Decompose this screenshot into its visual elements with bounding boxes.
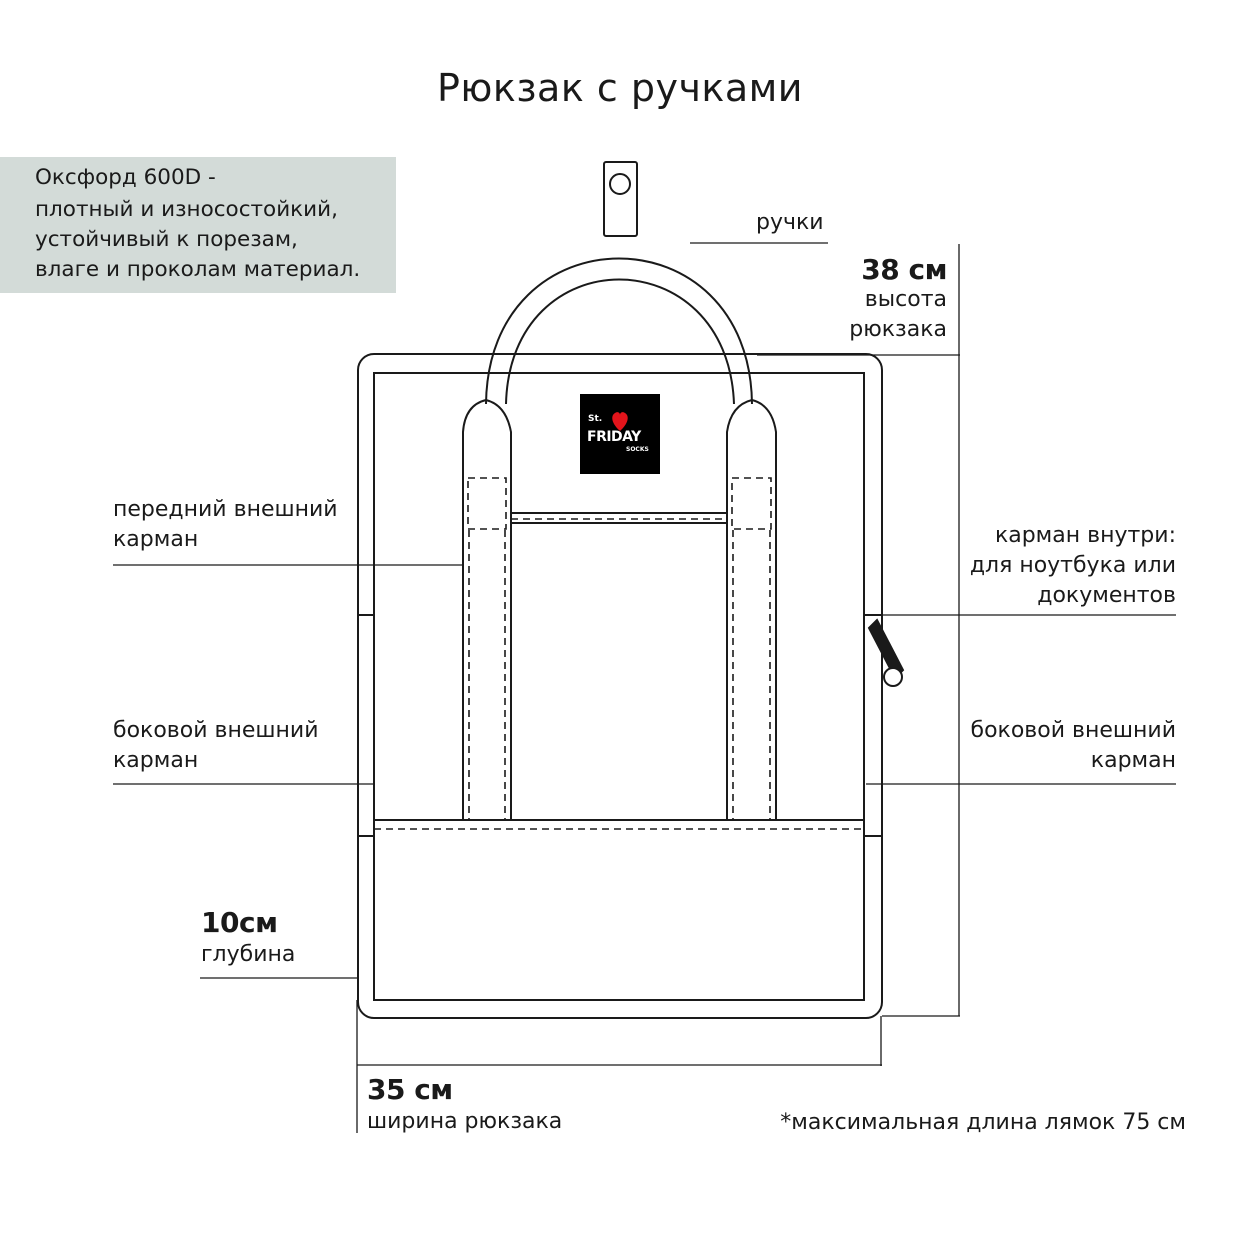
left-strap-stitch-box: [467, 477, 507, 530]
width-label: ширина рюкзака: [367, 1109, 563, 1134]
material-description-box: Оксфорд 600D - плотный и износостойкий, …: [0, 157, 396, 293]
inner-pocket-label-line-3: документов: [1037, 583, 1176, 608]
brand-logo: [580, 394, 660, 474]
left-side-pocket-label-line-2: карман: [113, 748, 199, 773]
left-side-pocket-label-line-1: боковой внешний: [113, 718, 319, 743]
backpack-inner-panel: [373, 372, 865, 1001]
height-label-line-1: высота: [864, 287, 947, 312]
material-line-4: влаге и проколам материал.: [35, 257, 361, 282]
top-loop-hole: [609, 173, 631, 195]
logo-socks-text: SOCKS: [626, 446, 649, 453]
logo-st-text: St.: [588, 414, 603, 424]
depth-label: глубина: [201, 942, 296, 967]
heart-icon: [612, 412, 628, 431]
logo-friday-text: FRIDAY: [587, 429, 641, 445]
page-title: Рюкзак с ручками: [436, 66, 803, 110]
strap-length-footnote: *максимальная длина лямок 75 см: [780, 1110, 1186, 1135]
material-line-2: плотный и износостойкий,: [35, 197, 338, 222]
front-pocket-label-line-2: карман: [113, 527, 199, 552]
right-strap: [726, 398, 777, 820]
handles-label: ручки: [756, 210, 824, 235]
material-line-1: Оксфорд 600D -: [35, 165, 216, 190]
top-loop-tab: [603, 161, 638, 237]
left-strap: [462, 398, 512, 820]
material-line-3: устойчивый к порезам,: [35, 227, 298, 252]
height-value: 38 см: [861, 253, 947, 286]
depth-value: 10см: [201, 906, 278, 939]
zipper-pull: [867, 618, 905, 687]
inner-pocket-label-line-1: карман внутри:: [994, 523, 1176, 548]
handle-arc: [485, 257, 753, 405]
width-value: 35 см: [367, 1073, 453, 1106]
height-label-line-2: рюкзака: [849, 317, 947, 342]
front-pocket-label-line-1: передний внешний: [113, 497, 338, 522]
backpack-outer-body: [357, 353, 883, 1019]
right-side-pocket-label-line-2: карман: [1090, 748, 1176, 773]
right-strap-stitch-box: [731, 477, 772, 530]
inner-pocket-label-line-2: для ноутбука или: [969, 553, 1176, 578]
right-side-pocket-label-line-1: боковой внешний: [970, 718, 1177, 743]
